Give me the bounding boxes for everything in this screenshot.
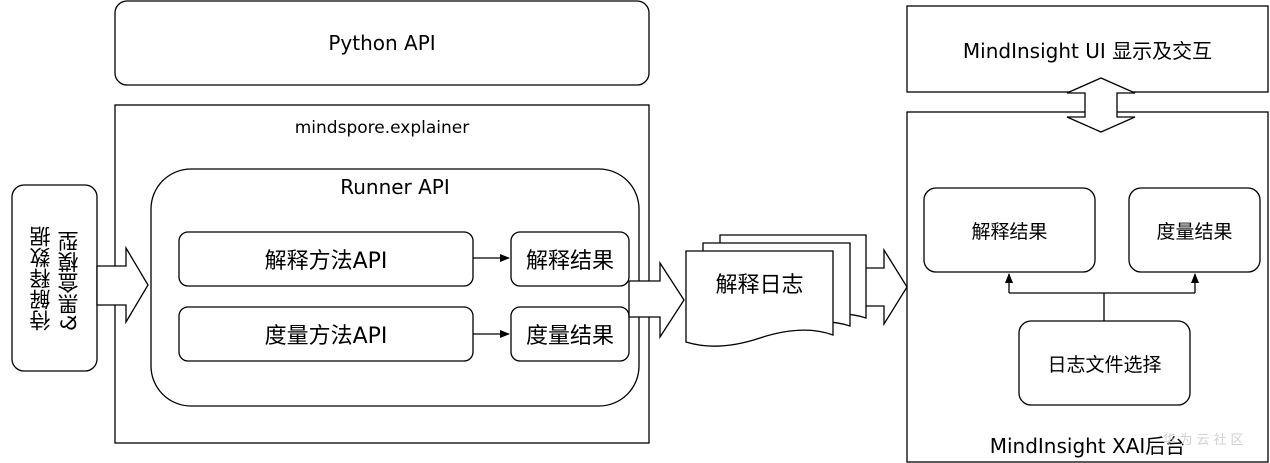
explain-result-left-box bbox=[510, 231, 630, 287]
ui-backend-double-arrow bbox=[1066, 77, 1136, 133]
input-label: 待解释数据 &黑盒模型 bbox=[12, 185, 97, 371]
runner-to-log-arrow bbox=[628, 260, 685, 340]
explain-method-box bbox=[178, 231, 474, 287]
input-label-line1: 待解释数据 bbox=[28, 225, 53, 331]
runner-api-label: Runner API bbox=[340, 175, 450, 199]
benchmark-result-left-label: 度量结果 bbox=[525, 324, 614, 349]
ui-box-label: MindInsight UI 显示及交互 bbox=[962, 38, 1213, 63]
explain-result-right-box bbox=[923, 187, 1096, 273]
ui-box bbox=[906, 5, 1269, 93]
explain-result-left-label: 解释结果 bbox=[525, 249, 614, 274]
benchmark-result-right-label: 度量结果 bbox=[1156, 220, 1233, 243]
input-label-line2: &黑盒模型 bbox=[56, 230, 81, 331]
benchmark-result-right-box bbox=[1128, 187, 1261, 273]
log-document-front bbox=[685, 250, 834, 347]
benchmark-result-left-box bbox=[510, 306, 630, 362]
benchmark-method-label: 度量方法API bbox=[264, 324, 388, 349]
python-api-box bbox=[114, 0, 650, 86]
runner-api-box bbox=[150, 168, 640, 407]
python-api-label: Python API bbox=[328, 31, 436, 55]
xai-backend-box bbox=[906, 111, 1269, 463]
explainer-module-label: mindspore.explainer bbox=[294, 118, 470, 138]
explain-result-right-label: 解释结果 bbox=[971, 220, 1048, 243]
input-to-runner-arrow bbox=[96, 245, 149, 325]
xai-backend-label: MindInsight XAI后台 bbox=[989, 433, 1186, 458]
log-file-select-label: 日志文件选择 bbox=[1047, 353, 1162, 376]
watermark-text: 华为云社区 bbox=[1162, 432, 1248, 448]
explain-method-label: 解释方法API bbox=[264, 249, 388, 274]
explain-log-label: 解释日志 bbox=[715, 273, 804, 298]
